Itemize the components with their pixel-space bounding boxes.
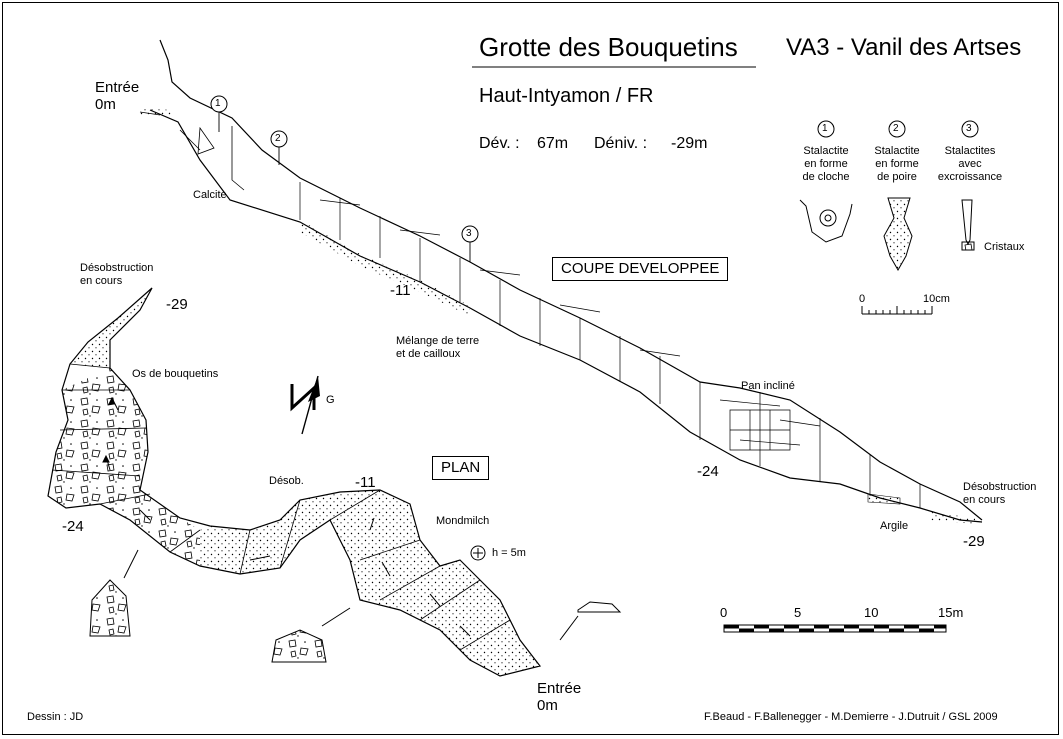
scale-tick-0: 0 — [720, 605, 728, 620]
region-label: Haut-Intyamon / FR — [479, 85, 654, 107]
cave-code: VA3 - Vanil des Artses — [786, 34, 1022, 61]
excrescence-stalactite-icon — [961, 199, 973, 246]
mondmilch-label: Mondmilch — [436, 515, 490, 527]
section-depth-29: -29 — [963, 533, 985, 550]
plan-depth-24: -24 — [62, 518, 84, 535]
legend-1-line-3: de cloche — [802, 171, 850, 183]
pan-label: Pan incliné — [741, 380, 795, 392]
section-title: COUPE DEVELOPPEE — [552, 257, 729, 281]
section-desob-2: en cours — [963, 494, 1006, 506]
section-depth-24: -24 — [697, 463, 719, 480]
plan-stones — [48, 368, 200, 566]
dev-label: Dév. : — [479, 135, 520, 152]
plan-dotted-fill — [200, 490, 540, 676]
legend-3-line-1: Stalactites — [944, 145, 996, 157]
plan-entrance-1: Entrée — [537, 680, 582, 697]
north-arrow-icon — [290, 375, 320, 435]
legend-3-line-2: avec — [958, 158, 982, 170]
map-title: Grotte des Bouquetins — [479, 32, 738, 62]
legend-2-line-3: de poire — [877, 171, 917, 183]
plan-depth-11: -11 — [355, 474, 376, 491]
section-entrance-1: Entrée — [95, 79, 140, 96]
section-marker-2-num: 2 — [275, 133, 281, 144]
drawing-credit: Dessin : JD — [27, 711, 84, 723]
plan-entrance-2: 0m — [537, 697, 558, 714]
plan-title: PLAN — [432, 456, 490, 480]
mix-line-1: Mélange de terre — [396, 335, 480, 347]
legend-badge-1 — [817, 120, 835, 138]
legend-2-line-2: en forme — [875, 158, 919, 170]
legend-crystals: Cristaux — [984, 241, 1025, 253]
small-scale-start: 0 — [859, 293, 866, 305]
mix-line-2: et de cailloux — [396, 348, 461, 360]
scale-tick-5: 5 — [794, 605, 802, 620]
legend-num-2: 2 — [893, 123, 899, 134]
small-scale-bar — [861, 306, 933, 315]
deniv-value: -29m — [671, 135, 708, 152]
bell-stalactite-icon — [799, 199, 853, 243]
big-scale-bar — [723, 624, 947, 633]
section-depth-11: -11 — [390, 282, 411, 299]
legend-badge-2 — [888, 120, 906, 138]
section-ceiling — [159, 39, 983, 521]
scale-tick-10: 10 — [864, 605, 879, 620]
legend-1-line-2: en forme — [804, 158, 848, 170]
section-marker-1-num: 1 — [215, 98, 221, 109]
section-marker-3-num: 3 — [466, 228, 472, 239]
section-floor — [149, 109, 983, 523]
plan-cross-sections — [89, 549, 622, 663]
legend-1-line-1: Stalactite — [803, 145, 849, 157]
legend-num-1: 1 — [822, 123, 828, 134]
north-letter: G — [326, 394, 335, 406]
authors-credit: F.Beaud - F.Ballenegger - M.Demierre - J… — [704, 711, 998, 723]
plan-depth-29: -29 — [166, 296, 188, 313]
deniv-label: Déniv. : — [594, 135, 648, 152]
section-sediment — [300, 220, 470, 316]
small-scale-end: 10cm — [923, 293, 950, 305]
section-marker-3 — [461, 225, 479, 262]
shaft-label: h = 5m — [492, 547, 526, 559]
plan-arrows — [102, 396, 471, 637]
bones-label: Os de bouquetins — [132, 368, 219, 380]
section-desob-1: Désobstruction — [963, 481, 1037, 493]
legend-3-line-3: excroissance — [937, 171, 1003, 183]
legend-num-3: 3 — [966, 123, 972, 134]
section-profile — [139, 39, 983, 523]
plan-shaft-symbol — [470, 545, 486, 561]
legend-icons — [799, 120, 979, 272]
plan-desob-1: Désobstruction — [80, 262, 154, 274]
plan-desob-short: Désob. — [269, 475, 304, 487]
argile-label: Argile — [880, 520, 909, 532]
pear-stalactite-icon — [883, 197, 913, 272]
legend-badge-3 — [961, 120, 979, 138]
legend-2-line-1: Stalactite — [874, 145, 920, 157]
calcite-label: Calcite — [193, 189, 227, 201]
section-marker-2 — [270, 130, 288, 165]
scale-tick-15: 15m — [938, 605, 964, 620]
dev-value: 67m — [537, 135, 569, 152]
section-marker-1 — [210, 95, 228, 132]
section-entrance-2: 0m — [95, 96, 116, 113]
plan-desob-2: en cours — [80, 275, 123, 287]
